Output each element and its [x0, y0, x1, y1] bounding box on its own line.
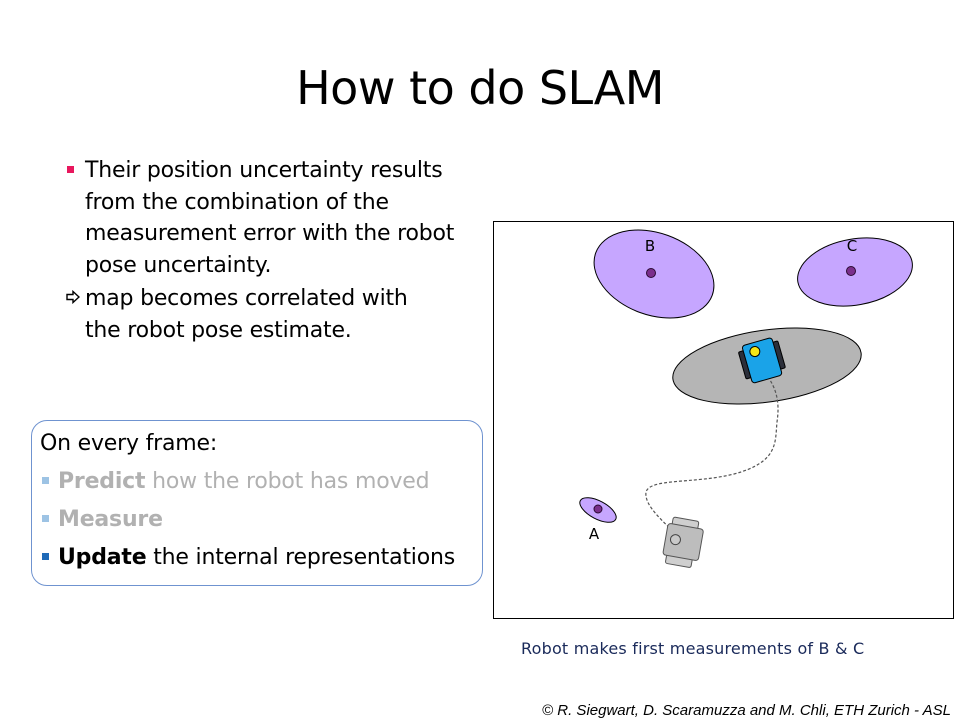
step-predict: Predict how the robot has moved [42, 467, 430, 497]
step-keyword: Measure [58, 507, 163, 532]
step-keyword: Update [58, 545, 147, 570]
copyright-footer: © R. Siegwart, D. Scaramuzza and M. Chli… [542, 702, 951, 719]
step-text: the internal representations [146, 545, 455, 570]
bullet-line: pose uncertainty. [85, 252, 272, 278]
bullet-square-icon [42, 515, 49, 522]
bullet-list: Their position uncertainty results from … [66, 155, 486, 346]
bullet-line: map becomes correlated with [85, 286, 408, 311]
slam-diagram-svg: B C A [579, 229, 913, 568]
bullet-line: Their position uncertainty results [85, 158, 443, 183]
bullet-square-icon [42, 553, 49, 560]
every-frame-box: On every frame: Predict how the robot ha… [31, 420, 483, 586]
landmark-b-point [646, 268, 656, 278]
landmark-b-label: B [645, 237, 655, 255]
slam-diagram: B C A [493, 221, 954, 619]
bullet-line: the robot pose estimate. [85, 317, 352, 343]
bullet-square-icon [67, 166, 74, 173]
arrow-right-icon [66, 290, 80, 304]
step-keyword: Predict [58, 469, 146, 494]
step-measure: Measure [42, 505, 163, 535]
step-update: Update the internal representations [42, 543, 455, 573]
step-text: how the robot has moved [145, 469, 430, 494]
diagram-caption: Robot makes first measurements of B & C [521, 639, 865, 658]
robot-trajectory-path [645, 379, 779, 539]
landmark-c-point [846, 266, 856, 276]
current-robot-icon [738, 337, 786, 384]
bullet-map-correlated: map becomes correlated with the robot po… [66, 283, 486, 346]
bullet-square-icon [42, 477, 49, 484]
landmark-a-label: A [589, 525, 600, 543]
bullet-uncertainty: Their position uncertainty results from … [66, 155, 486, 281]
bullet-line: measurement error with the robot [85, 221, 455, 246]
initial-robot-icon [662, 516, 704, 568]
slide-title: How to do SLAM [296, 61, 664, 115]
bullet-line: from the combination of the [85, 189, 389, 215]
landmark-a-point [593, 504, 603, 514]
landmark-c-label: C [847, 237, 857, 255]
frame-heading: On every frame: [40, 431, 218, 456]
